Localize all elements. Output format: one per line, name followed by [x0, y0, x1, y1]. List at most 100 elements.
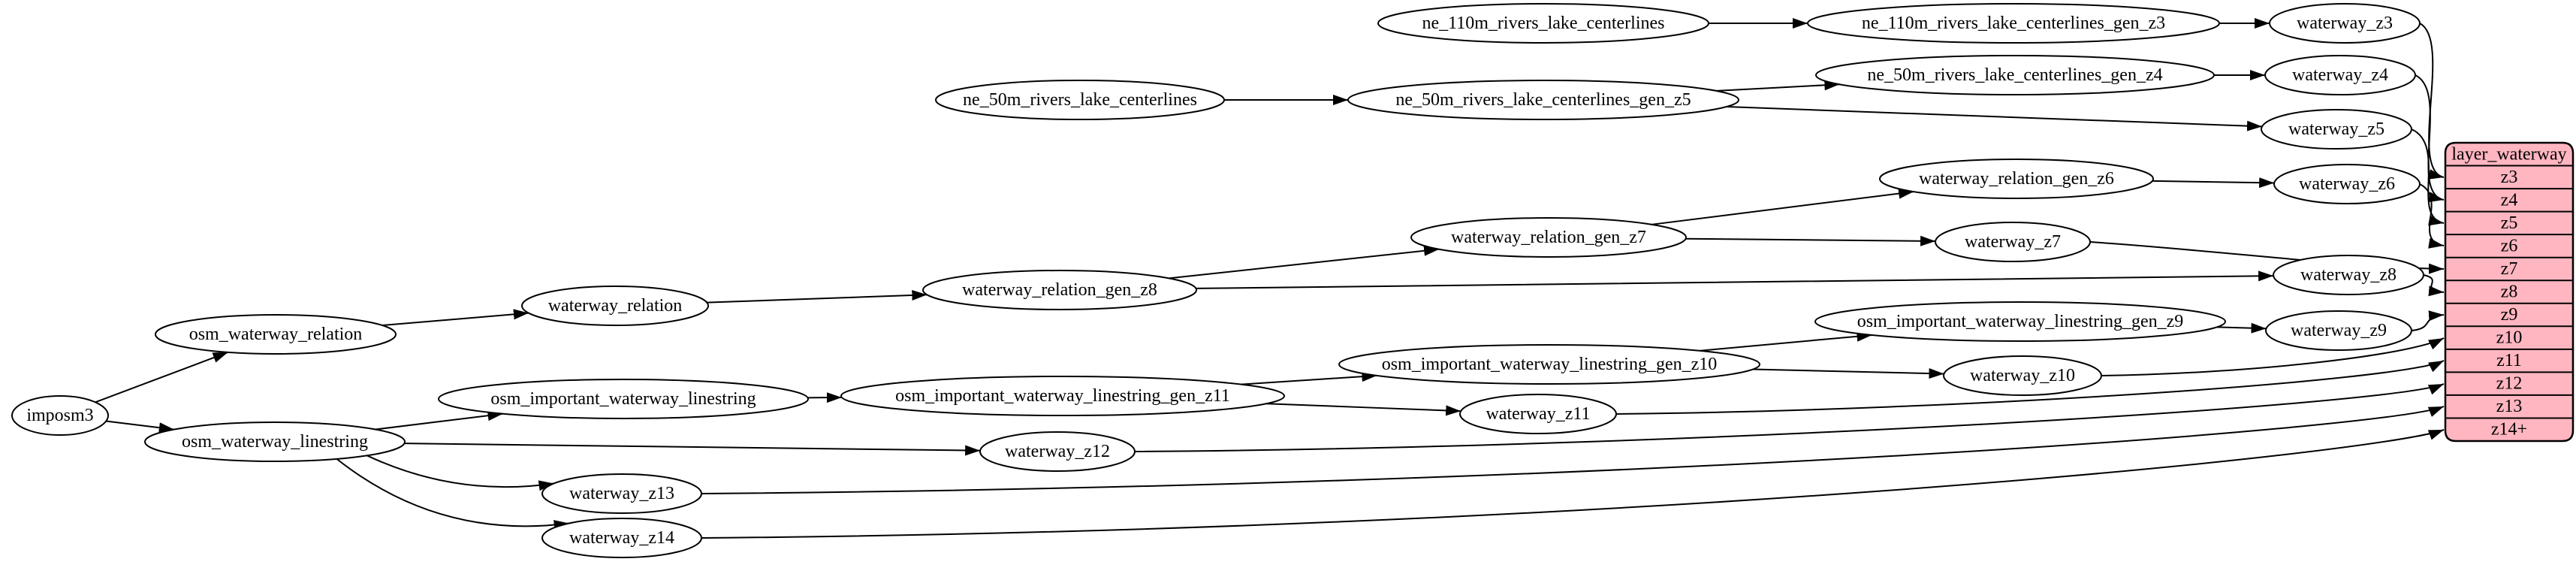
edge-ne_50m_rivers_lake_centerlines_gen_z5-to-waterway_z5 — [1726, 106, 2263, 131]
node-imposm3-shape — [11, 395, 109, 436]
edge-osm_important_waterway_linestring_gen_z11-to-waterway_z11 — [1265, 403, 1461, 416]
node-osm_important_waterway_linestring_gen_z9-label: osm_important_waterway_linestring_gen_z9 — [1857, 312, 2184, 331]
node-waterway_z11-shape — [1459, 394, 1617, 434]
node-osm_waterway_linestring: osm_waterway_linestring — [144, 421, 406, 462]
node-ne_50m_rivers_lake_centerlines_gen_z4-label: ne_50m_rivers_lake_centerlines_gen_z4 — [1867, 65, 2162, 85]
edge-waterway_z4-to-layer_waterway-z4 — [2415, 74, 2445, 203]
edge-osm_waterway_linestring-to-waterway_z12 — [404, 443, 981, 456]
edge-waterway_relation_gen_z7-to-waterway_z7 — [1685, 235, 1936, 246]
node-waterway_relation_gen_z6-shape — [1879, 159, 2154, 199]
node-osm_important_waterway_linestring_gen_z11-label: osm_important_waterway_linestring_gen_z1… — [895, 386, 1230, 406]
node-ne_50m_rivers_lake_centerlines_gen_z4: ne_50m_rivers_lake_centerlines_gen_z4 — [1815, 55, 2215, 95]
node-osm_waterway_linestring-shape — [144, 421, 406, 462]
node-osm_waterway_relation-label: osm_waterway_relation — [189, 325, 363, 344]
table-row-z12: z12 — [2496, 374, 2523, 394]
edge-waterway_relation-to-waterway_relation_gen_z8 — [707, 289, 928, 304]
edge-imposm3-to-osm_waterway_linestring — [106, 420, 174, 434]
edge-waterway_relation_gen_z8-to-waterway_z8 — [1196, 270, 2274, 289]
node-waterway_z4: waterway_z4 — [2264, 55, 2416, 95]
node-osm_important_waterway_linestring-shape — [438, 379, 809, 419]
node-osm_important_waterway_linestring-label: osm_important_waterway_linestring — [490, 389, 756, 409]
nodes-layer: imposm3 osm_waterway_relation osm_waterway… — [11, 3, 2424, 558]
node-osm_important_waterway_linestring_gen_z10-shape — [1338, 344, 1760, 385]
node-waterway_z7: waterway_z7 — [1935, 222, 2091, 262]
node-osm_important_waterway_linestring_gen_z11-shape — [840, 376, 1285, 416]
node-waterway_relation_gen_z8: waterway_relation_gen_z8 — [922, 270, 1197, 310]
node-waterway_relation-shape — [521, 286, 709, 326]
node-waterway_z9-shape — [2265, 310, 2412, 351]
table-row-z8: z8 — [2501, 282, 2518, 302]
node-imposm3-label: imposm3 — [26, 406, 93, 425]
node-waterway_relation_gen_z6-label: waterway_relation_gen_z6 — [1919, 169, 2114, 189]
edge-osm_important_waterway_linestring_gen_z9-to-waterway_z9 — [2216, 322, 2267, 334]
node-waterway_z8-label: waterway_z8 — [2300, 265, 2397, 285]
table-outline — [2444, 141, 2574, 443]
edge-waterway_relation_gen_z8-to-waterway_relation_gen_z7 — [1169, 245, 1440, 279]
node-waterway_relation_gen_z7-shape — [1410, 217, 1687, 258]
edge-waterway_z11-to-layer_waterway-z11 — [1615, 360, 2445, 415]
edge-waterway_z5-to-layer_waterway-z5 — [2411, 128, 2445, 226]
node-ne_110m_rivers_lake_centerlines_gen_z3-label: ne_110m_rivers_lake_centerlines_gen_z3 — [1862, 14, 2165, 33]
node-osm_important_waterway_linestring_gen_z10-label: osm_important_waterway_linestring_gen_z1… — [1382, 355, 1718, 374]
node-waterway_z10-label: waterway_z10 — [1970, 366, 2075, 385]
edge-imposm3-to-osm_waterway_relation — [95, 351, 228, 403]
edge-osm_waterway_linestring-to-waterway_z14 — [336, 458, 569, 531]
table-row-z5: z5 — [2501, 213, 2518, 233]
edge-osm_important_waterway_linestring_gen_z11-to-osm_important_waterway_linestring_gen_z10 — [1241, 371, 1377, 385]
edge-osm_waterway_linestring-to-osm_important_waterway_linestring — [375, 410, 503, 431]
node-waterway_z13-shape — [541, 473, 702, 514]
node-waterway_z12: waterway_z12 — [979, 431, 1136, 472]
edges-layer — [95, 18, 2445, 539]
edge-waterway_z13-to-layer_waterway-z13 — [701, 406, 2445, 494]
node-waterway_z9: waterway_z9 — [2265, 310, 2412, 351]
table-row-z13: z13 — [2496, 397, 2523, 416]
table-row-z14+: z14+ — [2491, 420, 2527, 440]
table-layer-waterway: layer_waterwayz3z4z5z6z7z8z9z10z11z12z13… — [2444, 141, 2574, 443]
node-waterway_z6-label: waterway_z6 — [2299, 174, 2395, 194]
node-waterway_z11: waterway_z11 — [1459, 394, 1617, 434]
node-waterway_z4-shape — [2264, 55, 2416, 95]
edge-waterway_relation_gen_z6-to-waterway_z6 — [2152, 177, 2275, 189]
node-waterway_z6-shape — [2273, 164, 2421, 204]
node-waterway_z8: waterway_z8 — [2273, 255, 2424, 295]
node-waterway_relation: waterway_relation — [521, 286, 709, 326]
node-ne_50m_rivers_lake_centerlines-shape — [935, 80, 1225, 120]
table-title: layer_waterway — [2451, 144, 2566, 164]
node-osm_important_waterway_linestring_gen_z11: osm_important_waterway_linestring_gen_z1… — [840, 376, 1285, 416]
edge-osm_waterway_relation-to-waterway_relation — [382, 309, 529, 327]
node-ne_110m_rivers_lake_centerlines_gen_z3-shape — [1807, 3, 2220, 44]
node-waterway_z11-label: waterway_z11 — [1486, 404, 1590, 424]
node-waterway_z10-shape — [1943, 355, 2102, 396]
node-ne_50m_rivers_lake_centerlines_gen_z5: ne_50m_rivers_lake_centerlines_gen_z5 — [1347, 80, 1739, 120]
node-waterway_z13-label: waterway_z13 — [569, 484, 674, 503]
node-ne_50m_rivers_lake_centerlines-label: ne_50m_rivers_lake_centerlines — [963, 90, 1197, 110]
edge-waterway_relation_gen_z7-to-waterway_relation_gen_z6 — [1651, 188, 1914, 225]
node-osm_important_waterway_linestring_gen_z9: osm_important_waterway_linestring_gen_z9 — [1814, 301, 2226, 342]
node-waterway_z7-label: waterway_z7 — [1965, 232, 2061, 252]
table-row-z3: z3 — [2501, 168, 2518, 187]
node-osm_waterway_linestring-label: osm_waterway_linestring — [182, 432, 368, 452]
node-osm_waterway_relation-shape — [155, 314, 397, 355]
node-imposm3: imposm3 — [11, 395, 109, 436]
node-waterway_z5-shape — [2261, 109, 2412, 150]
node-osm_waterway_relation: osm_waterway_relation — [155, 314, 397, 355]
node-waterway_z14-label: waterway_z14 — [569, 528, 674, 548]
table-row-z7: z7 — [2501, 259, 2518, 279]
edge-waterway_z3-to-layer_waterway-z3 — [2419, 23, 2445, 180]
node-ne_50m_rivers_lake_centerlines_gen_z5-shape — [1347, 80, 1739, 120]
table-row-z4: z4 — [2501, 190, 2518, 210]
edge-waterway_z12-to-layer_waterway-z12 — [1134, 383, 2445, 452]
node-waterway_z13: waterway_z13 — [541, 473, 702, 514]
node-waterway_z9-label: waterway_z9 — [2291, 321, 2387, 340]
edge-osm_waterway_linestring-to-waterway_z13 — [366, 455, 554, 491]
node-waterway_z8-shape — [2273, 255, 2424, 295]
node-waterway_z7-shape — [1935, 222, 2091, 262]
node-waterway_z12-shape — [979, 431, 1136, 472]
node-ne_50m_rivers_lake_centerlines: ne_50m_rivers_lake_centerlines — [935, 80, 1225, 120]
node-waterway_z12-label: waterway_z12 — [1005, 442, 1110, 461]
node-waterway_z14-shape — [541, 518, 702, 558]
table-row-z9: z9 — [2501, 305, 2518, 325]
node-waterway_relation_gen_z7: waterway_relation_gen_z7 — [1410, 217, 1687, 258]
